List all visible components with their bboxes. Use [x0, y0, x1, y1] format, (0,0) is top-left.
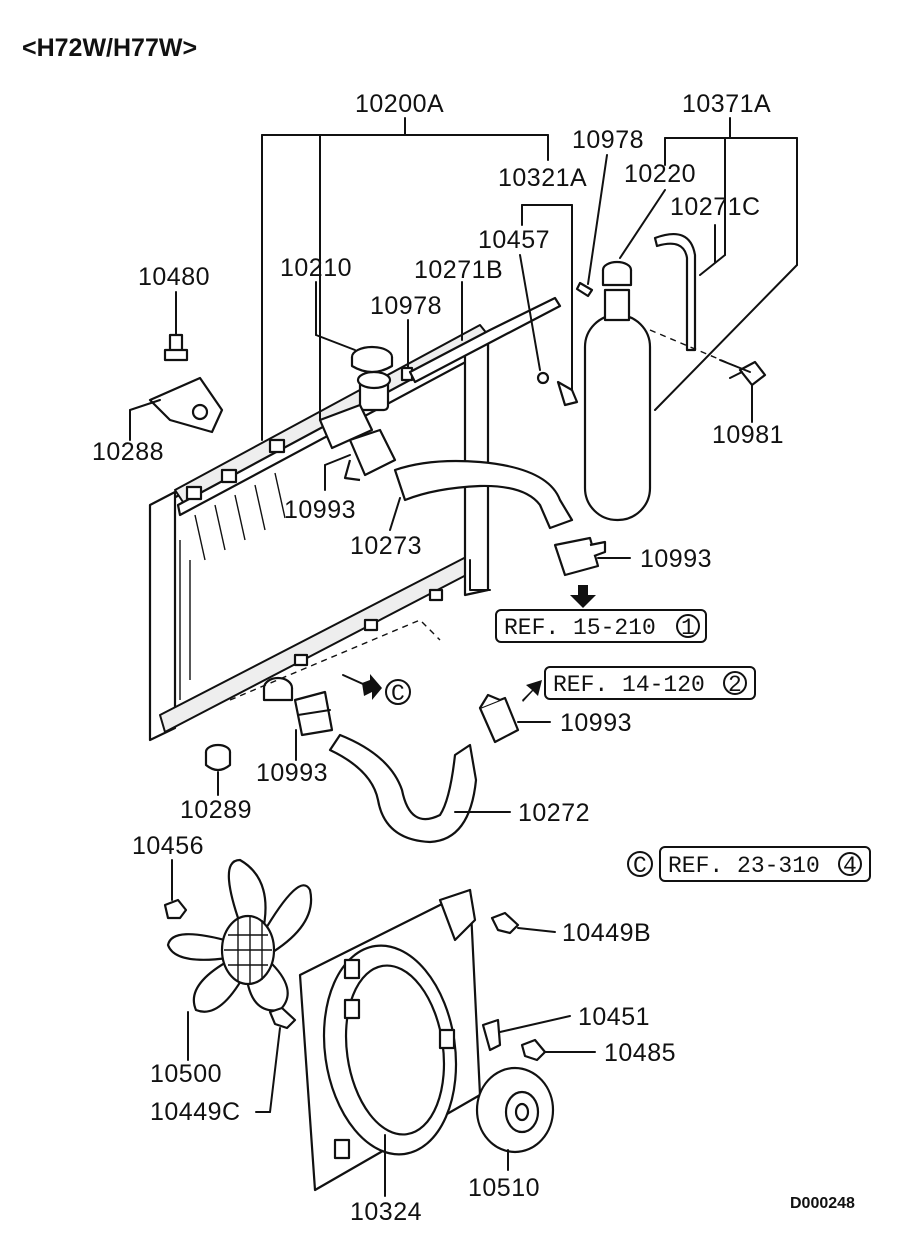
label-10993-b: 10993 — [640, 545, 712, 573]
label-10449c: 10449C — [150, 1098, 241, 1126]
bracket-10288 — [148, 376, 224, 434]
callout-c-ref-letter: C — [633, 853, 647, 879]
label-10271b: 10271B — [414, 256, 503, 284]
ref-box-2-text: REF. 14-120 — [553, 672, 705, 698]
label-10272: 10272 — [518, 799, 590, 827]
ref-box-3-num: 4 — [843, 853, 857, 879]
bolt-10485 — [520, 1038, 547, 1062]
callout-c-diagram: C — [385, 679, 411, 707]
label-10993-c: 10993 — [256, 759, 328, 787]
label-10510: 10510 — [468, 1174, 540, 1202]
bolt-10480 — [163, 333, 189, 362]
label-10981: 10981 — [712, 421, 784, 449]
label-10500: 10500 — [150, 1060, 222, 1088]
label-10978-mid: 10978 — [370, 292, 442, 320]
arrow-to-c — [362, 674, 382, 700]
bolt-10981 — [729, 360, 767, 387]
diagram-code: D000248 — [790, 1195, 855, 1212]
bolt-10449c — [268, 1006, 297, 1030]
bracket-10451 — [481, 1018, 502, 1052]
fan-10500 — [166, 858, 313, 1013]
clamp-10993-b — [553, 536, 607, 577]
bolt-10449b — [490, 911, 520, 935]
fan-motor-10510 — [475, 1066, 555, 1154]
clamp-10993-c — [293, 690, 334, 737]
ref-box-2[interactable]: REF. 14-120 2 — [544, 666, 756, 700]
label-10456: 10456 — [132, 832, 204, 860]
label-10220: 10220 — [624, 160, 696, 188]
lower-hose-10272 — [328, 733, 478, 844]
dashed-connector — [649, 329, 741, 369]
label-10324: 10324 — [350, 1198, 422, 1226]
callout-c-diagram-letter: C — [391, 681, 405, 707]
ref-box-2-num: 2 — [728, 672, 742, 698]
ref-box-3[interactable]: REF. 23-310 4 — [659, 846, 871, 882]
hose-10271c — [653, 233, 697, 352]
label-10273: 10273 — [350, 532, 422, 560]
clamp-10993-a — [343, 428, 397, 482]
reserve-tank — [583, 260, 652, 522]
label-10321a: 10321A — [498, 164, 587, 192]
label-10451: 10451 — [578, 1003, 650, 1031]
label-10978-top: 10978 — [572, 126, 644, 154]
fastener-10457 — [536, 371, 550, 385]
label-10288: 10288 — [92, 438, 164, 466]
label-10457: 10457 — [478, 226, 550, 254]
label-10485: 10485 — [604, 1039, 676, 1067]
label-10480: 10480 — [138, 263, 210, 291]
leader-lines — [129, 117, 798, 1197]
model-header: <H72W/H77W> — [22, 34, 197, 62]
mount-10289 — [204, 743, 232, 772]
fastener-10321a — [556, 380, 579, 407]
arrow-to-ref2 — [522, 680, 542, 702]
shroud-10324 — [298, 888, 482, 1192]
ref-box-1-text: REF. 15-210 — [504, 615, 656, 641]
label-10271c: 10271C — [670, 193, 761, 221]
label-10993-a: 10993 — [284, 496, 356, 524]
label-10449b: 10449B — [562, 919, 651, 947]
arrow-to-ref1 — [570, 585, 596, 608]
upper-hose-10273 — [393, 459, 574, 530]
ref-box-1[interactable]: REF. 15-210 1 — [495, 609, 707, 643]
ref-box-1-num: 1 — [681, 615, 695, 641]
clip-10978-top — [575, 281, 594, 298]
radiator-cap-10210 — [350, 345, 394, 374]
label-10993-d: 10993 — [560, 709, 632, 737]
label-10200a: 10200A — [355, 90, 444, 118]
label-10210: 10210 — [280, 254, 352, 282]
nut-10456 — [163, 898, 188, 920]
callout-c-ref: C — [627, 851, 653, 879]
overflow-hose-10271b — [408, 296, 562, 384]
clamp-10993-d — [478, 693, 520, 744]
ref-box-3-text: REF. 23-310 — [668, 853, 820, 879]
label-10289: 10289 — [180, 796, 252, 824]
label-10371a: 10371A — [682, 90, 771, 118]
